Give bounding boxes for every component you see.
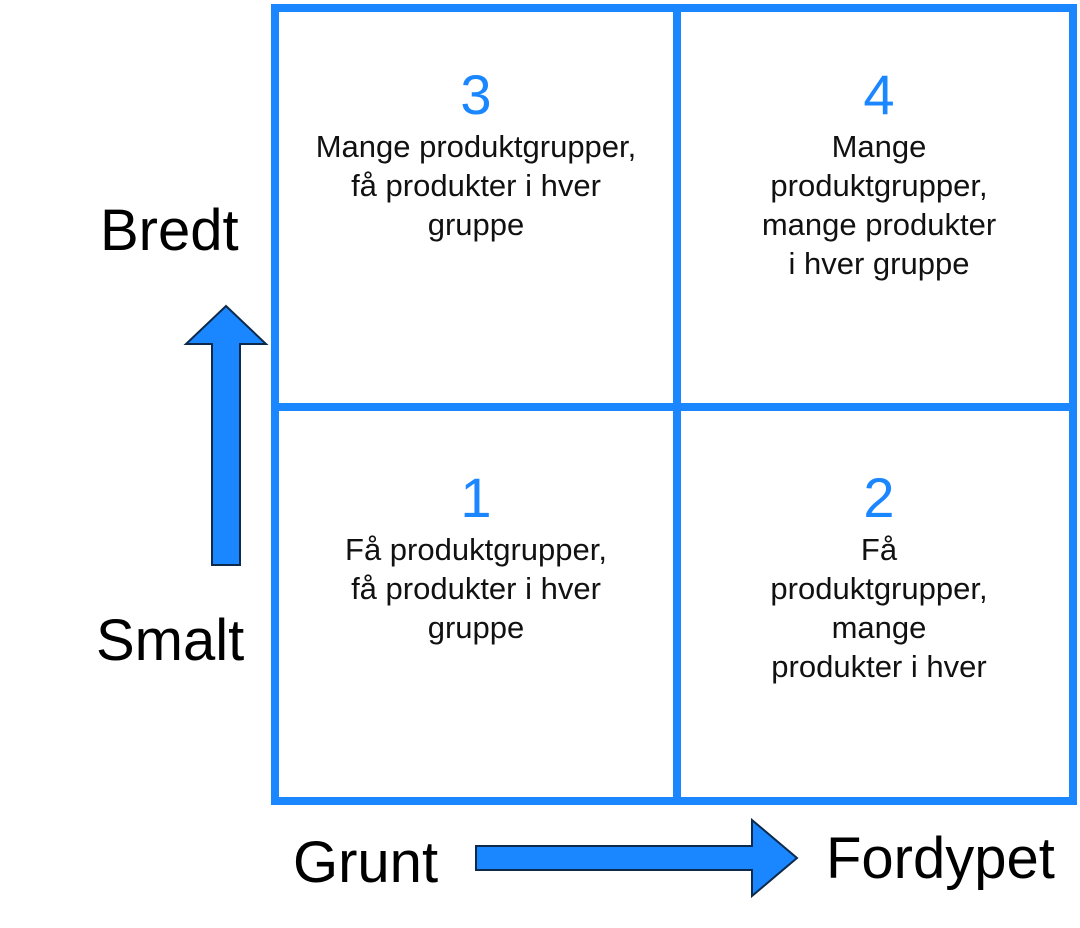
x-axis-right-label: Fordypet xyxy=(826,826,1055,891)
up-arrow-icon xyxy=(183,304,269,566)
quadrant-2-text: Få produktgrupper, mange produkter i hve… xyxy=(770,532,988,684)
quadrant-4-number: 4 xyxy=(863,63,895,126)
y-axis-top-label: Bredt xyxy=(100,198,239,263)
matrix-grid: 3 Mange produktgrupper, få produkter i h… xyxy=(271,4,1077,805)
quadrant-1-text: Få produktgrupper, få produkter i hver g… xyxy=(345,532,607,645)
quadrant-2-number: 2 xyxy=(863,466,895,529)
grid-horizontal-divider xyxy=(279,403,1069,411)
quadrant-1-number: 1 xyxy=(460,466,492,529)
quadrant-1: 1 Få produktgrupper, få produkter i hver… xyxy=(279,470,673,647)
x-axis-left-label: Grunt xyxy=(293,830,439,895)
quadrant-3-text: Mange produktgrupper, få produkter i hve… xyxy=(315,129,637,242)
y-axis-bottom-label: Smalt xyxy=(96,608,245,673)
quadrant-4-text: Mange produktgrupper, mange produkter i … xyxy=(761,129,997,281)
quadrant-3: 3 Mange produktgrupper, få produkter i h… xyxy=(279,67,673,244)
quadrant-3-number: 3 xyxy=(460,63,492,126)
quadrant-4: 4 Mange produktgrupper, mange produkter … xyxy=(681,67,1077,283)
quadrant-2: 2 Få produktgrupper, mange produkter i h… xyxy=(681,470,1077,686)
right-arrow-icon xyxy=(475,817,799,899)
